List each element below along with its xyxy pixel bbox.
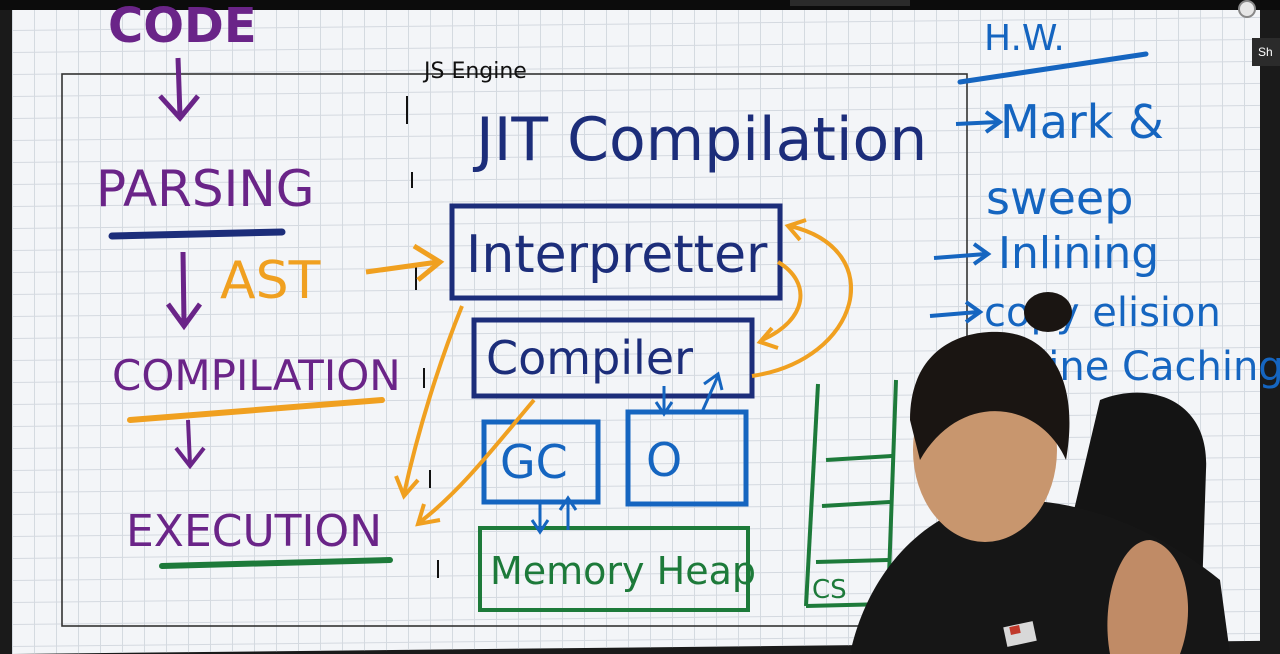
arrow-down-icon — [174, 419, 206, 470]
jit-heading: JIT Compilation — [472, 105, 927, 175]
memory-heap-label: Memory Heap — [490, 549, 756, 593]
stage-code: CODE — [108, 0, 257, 54]
gc-label: GC — [500, 435, 568, 489]
stage-execution: EXECUTION — [126, 506, 382, 557]
presenter-figure — [850, 292, 1230, 654]
parsing-underline — [108, 228, 286, 240]
homework-item-sweep: sweep — [986, 171, 1133, 225]
stage-compilation: COMPILATION — [112, 351, 401, 400]
call-stack-label: CS — [812, 575, 847, 605]
interpreter-box — [449, 203, 783, 301]
homework-item-copy-elision: copy elision — [984, 290, 1221, 336]
arrow-down-icon — [165, 251, 203, 331]
homework-underline — [957, 51, 1149, 85]
stage-parsing: PARSING — [96, 160, 315, 218]
compiler-box — [471, 317, 755, 399]
feedback-arrows-icon — [394, 218, 854, 527]
execution-underline — [159, 557, 393, 569]
memory-heap-box — [478, 526, 750, 612]
call-stack-box — [804, 379, 898, 608]
arrow-right-icon — [933, 242, 992, 266]
arrow-right-icon — [365, 243, 445, 282]
compilation-underline — [127, 397, 385, 423]
arrow-down-icon — [158, 57, 200, 122]
share-button[interactable]: Sh — [1252, 38, 1280, 66]
video-title-strip — [790, 0, 910, 6]
compiler-label: Compiler — [486, 331, 693, 385]
homework-item-inlining: Inlining — [998, 228, 1159, 279]
interpreter-label: Interpretter — [466, 225, 768, 285]
arrow-right-icon — [955, 110, 1004, 134]
divider-ticks — [406, 96, 439, 578]
compiler-optimizer-arrows-icon — [654, 371, 724, 417]
homework-title: H.W. — [984, 18, 1065, 59]
video-top-bar — [0, 0, 1280, 10]
homework-item-mark: Mark & — [1000, 95, 1164, 149]
stage-ast: AST — [220, 251, 321, 311]
optimizer-label: O — [646, 433, 682, 487]
arrow-right-icon — [929, 300, 984, 324]
close-icon[interactable] — [1238, 0, 1256, 18]
frame-title: JS Engine — [422, 59, 527, 84]
gc-heap-arrows-icon — [530, 495, 578, 535]
optimizer-box — [625, 409, 749, 507]
